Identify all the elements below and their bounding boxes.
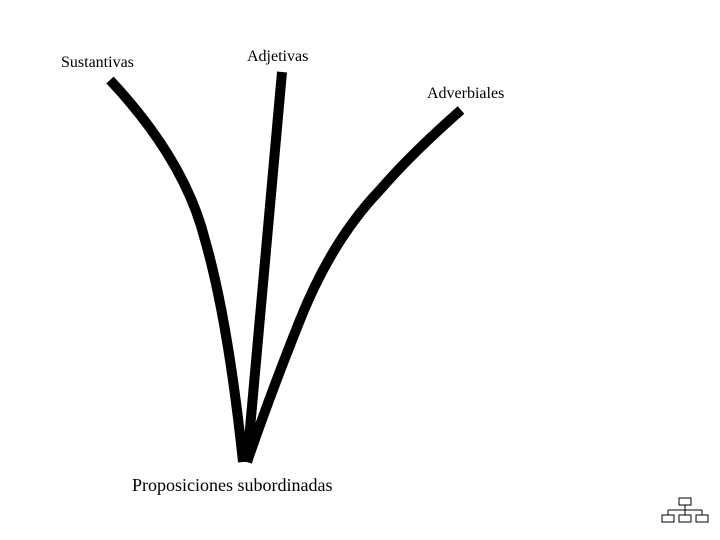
branch-label-adjetivas: Adjetivas [247,48,309,65]
org-chart-icon[interactable] [660,497,710,525]
branch-label-sustantivas: Sustantivas [61,54,134,71]
branch-line-adjetivas [242,71,287,463]
root-label: Proposiciones subordinadas [132,475,333,495]
branch-line-adverbiales [242,106,465,464]
branch-line-sustantivas [106,76,248,463]
branch-label-adverbiales: Adverbiales [427,85,505,102]
